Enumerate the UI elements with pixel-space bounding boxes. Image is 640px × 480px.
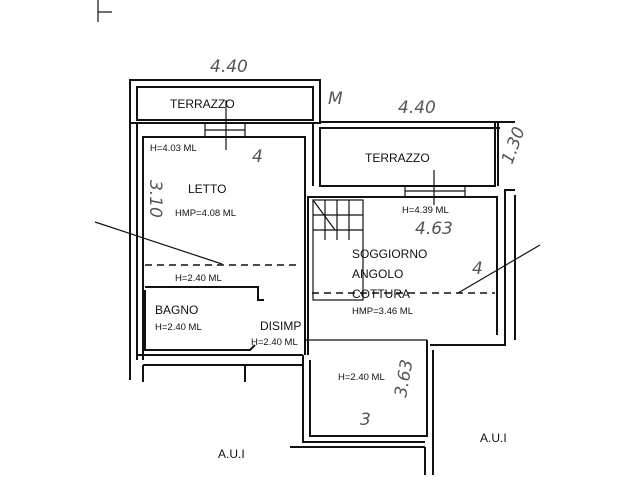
room-label-terrazzo-2: TERRAZZO — [365, 151, 430, 165]
bagno-height: H=2.40 ML — [155, 322, 202, 333]
dim-soggiorno-depth: 4 — [472, 259, 483, 279]
staircase — [312, 199, 364, 301]
room-label-disimp: DISIMP — [260, 319, 301, 333]
dim-right-side: 1.30 — [498, 124, 530, 166]
soggiorno-height-top: H=4.39 ML — [402, 205, 449, 216]
dim-letto-side: 3.10 — [145, 180, 165, 218]
label-aui-right: A.U.I — [480, 431, 507, 445]
corner-cross-mark — [97, 0, 112, 22]
dim-lower-side: 3.63 — [391, 358, 417, 399]
room-label-angolo: ANGOLO — [352, 267, 403, 281]
dim-soggiorno-width: 4.63 — [415, 219, 453, 239]
room-label-bagno: BAGNO — [155, 303, 198, 317]
label-aui-left: A.U.I — [218, 447, 245, 461]
dim-letto-depth: 4 — [252, 147, 263, 167]
lower-room-height: H=2.40 ML — [338, 372, 385, 383]
room-label-cottura: COTTURA — [352, 287, 410, 301]
letto-height-low: H=2.40 ML — [175, 273, 222, 284]
section-leader-right — [457, 244, 541, 294]
dim-top-right: 4.40 — [398, 98, 436, 118]
north-mark: M — [328, 89, 343, 109]
disimp-height: H=2.40 ML — [251, 337, 298, 348]
letto-height-avg: HMP=4.08 ML — [175, 208, 236, 219]
dim-top-left: 4.40 — [210, 57, 248, 77]
dim-lower-width: 3 — [360, 410, 371, 430]
room-label-terrazzo-1: TERRAZZO — [170, 97, 235, 111]
room-label-soggiorno: SOGGIORNO — [352, 247, 427, 261]
room-label-letto: LETTO — [188, 182, 226, 196]
section-leader-left — [94, 221, 223, 265]
walls — [129, 79, 516, 475]
letto-height-top: H=4.03 ML — [150, 143, 197, 154]
soggiorno-height-avg: HMP=3.46 ML — [352, 306, 413, 317]
